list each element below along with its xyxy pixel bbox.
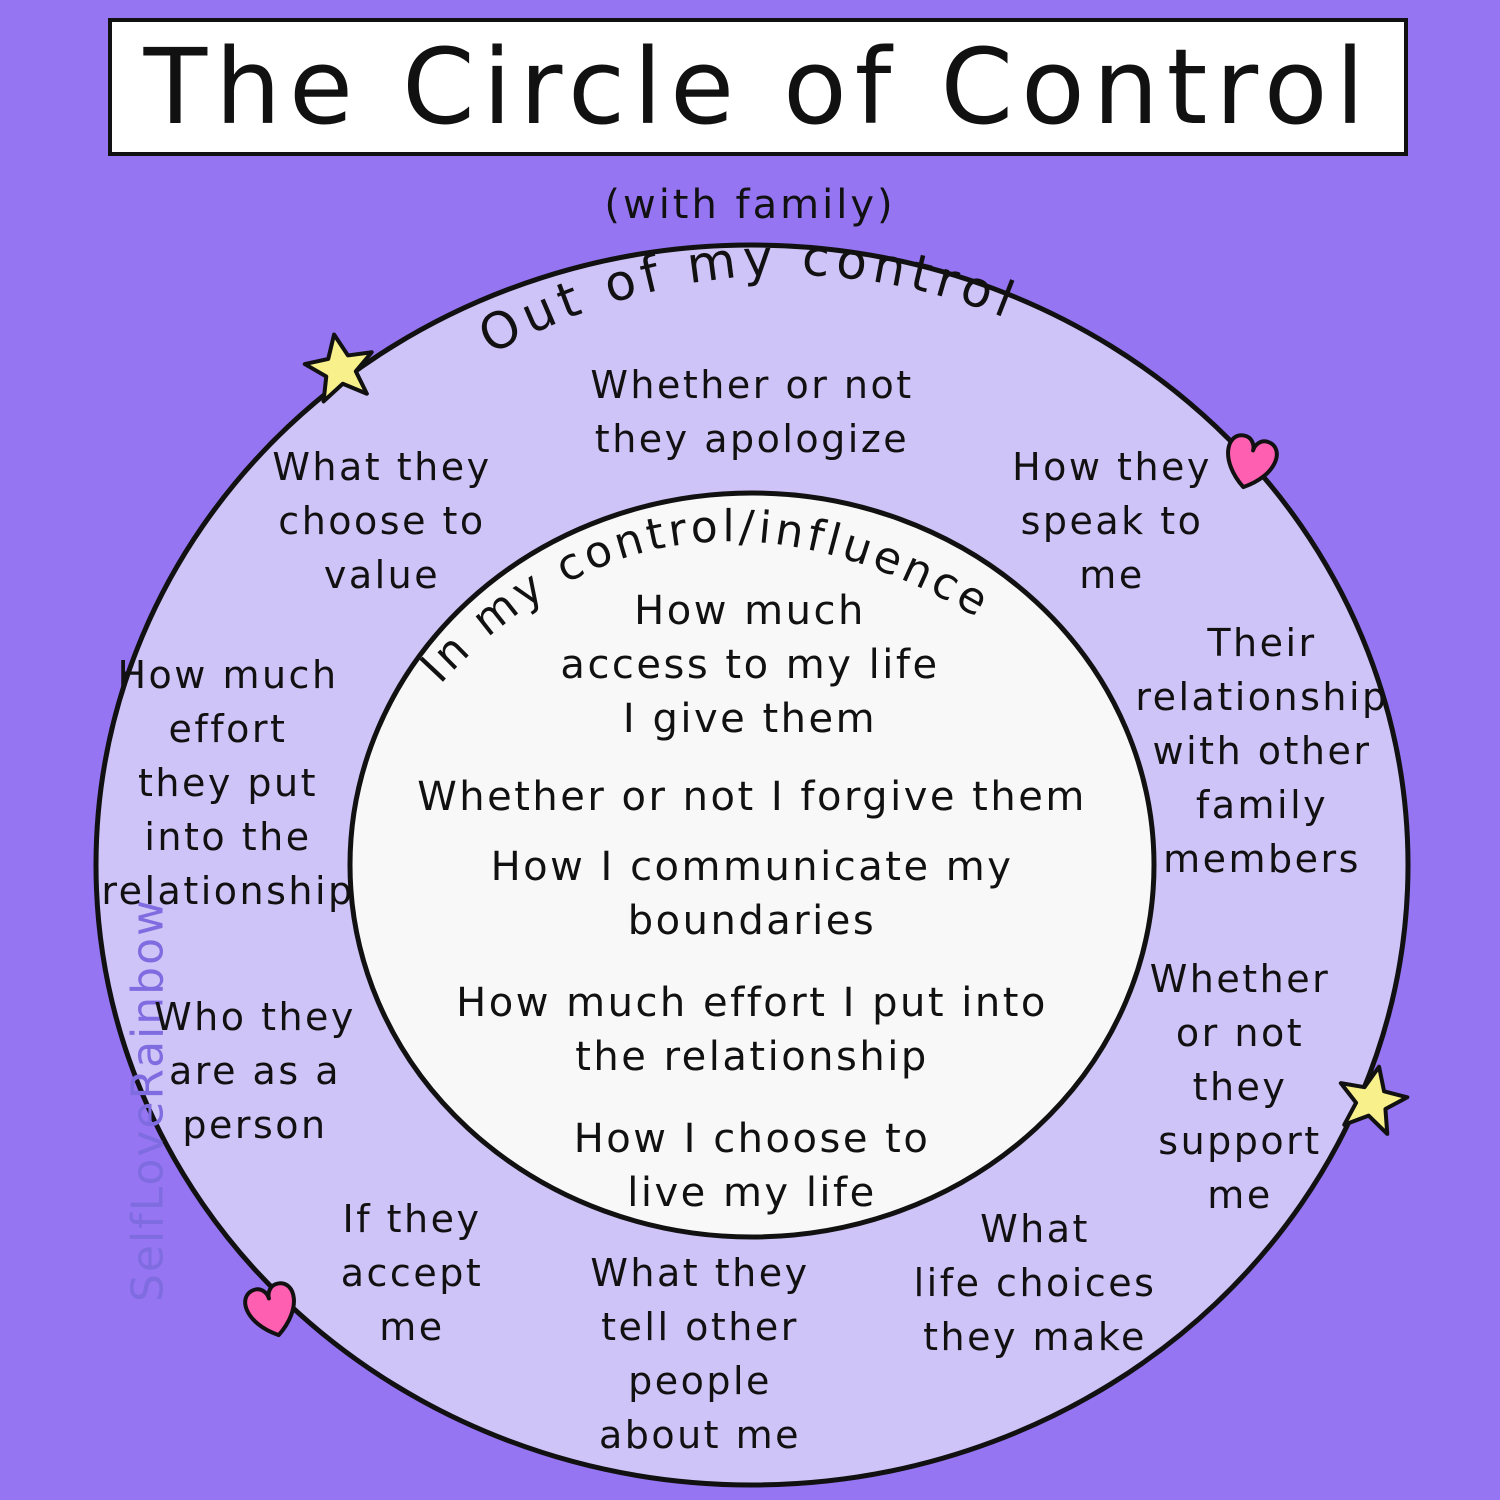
title-box: The Circle of Control [108, 18, 1408, 156]
star-icon [1338, 1064, 1410, 1136]
inner-circle [347, 490, 1157, 1240]
subtitle: (with family) [604, 182, 896, 228]
outer-item-relationship-others: Their relationship with other family mem… [1135, 621, 1389, 881]
outer-item-speak: How they speak to me [1012, 445, 1212, 597]
page-title: The Circle of Control [143, 26, 1373, 148]
inner-item-forgive: Whether or not I forgive them [417, 774, 1087, 820]
inner-item-effort: How much effort I put into the relations… [456, 980, 1048, 1080]
outer-item-value: What they choose to value [272, 445, 492, 597]
outer-item-apologize: Whether or not they apologize [590, 363, 914, 461]
heart-icon [1226, 433, 1279, 490]
outer-item-life-choices: What life choices they make [913, 1207, 1157, 1359]
outer-item-who-they-are: Who they are as a person [154, 995, 356, 1147]
heart-icon [243, 1281, 296, 1338]
outer-item-effort: How much effort they put into the relati… [101, 653, 355, 913]
outer-item-accept: If they accept me [340, 1197, 484, 1349]
inner-item-live-life: How I choose to live my life [573, 1116, 931, 1216]
outer-item-support: Whether or not they support me [1149, 957, 1331, 1217]
outer-item-tell-others: What they tell other people about me [590, 1251, 810, 1457]
star-icon [302, 332, 374, 404]
inner-item-access: How much access to my life I give them [560, 588, 940, 742]
inner-item-boundaries: How I communicate my boundaries [490, 844, 1014, 944]
